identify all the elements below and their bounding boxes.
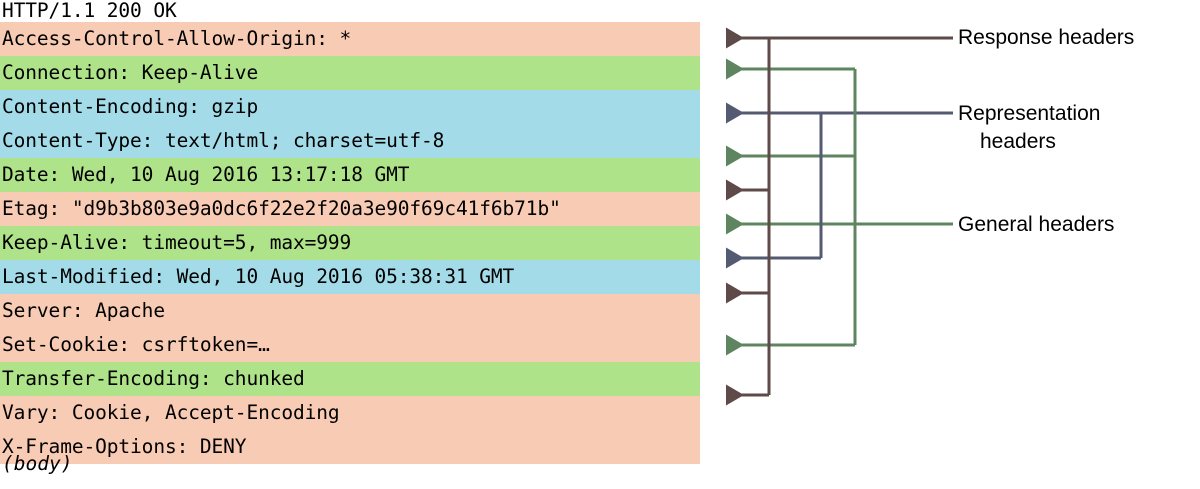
arrow-connector-layer: [726, 27, 953, 406]
http-header-row: Date: Wed, 10 Aug 2016 13:17:18 GMT: [0, 158, 700, 192]
http-header-row: X-Frame-Options: DENY: [0, 430, 700, 464]
legend-label-response-headers: Response headers: [958, 26, 1135, 49]
http-header-row: Content-Encoding: gzip: [0, 90, 700, 124]
http-header-row: Last-Modified: Wed, 10 Aug 2016 05:38:31…: [0, 260, 700, 294]
http-header-row: Connection: Keep-Alive: [0, 56, 700, 90]
http-header-row: Set-Cookie: csrftoken=…: [0, 328, 700, 362]
http-status-line: HTTP/1.1 200 OK: [0, 0, 700, 22]
http-header-row: Etag: "d9b3b803e9a0dc6f22e2f20a3e90f69c4…: [0, 192, 700, 226]
http-header-row: Keep-Alive: timeout=5, max=999: [0, 226, 700, 260]
legend-label-representation-line2: headers: [980, 130, 1056, 153]
http-response-block: HTTP/1.1 200 OK Access-Control-Allow-Ori…: [0, 0, 700, 464]
http-header-row: Server: Apache: [0, 294, 700, 328]
legend-label-representation-headers: Representation headers: [958, 100, 1100, 156]
http-header-list: Access-Control-Allow-Origin: *Connection…: [0, 22, 700, 464]
http-header-row: Transfer-Encoding: chunked: [0, 362, 700, 396]
legend-label-general-headers: General headers: [958, 213, 1115, 236]
http-header-row: Access-Control-Allow-Origin: *: [0, 22, 700, 56]
http-header-row: Vary: Cookie, Accept-Encoding: [0, 396, 700, 430]
http-body-placeholder: (body): [2, 452, 73, 475]
http-header-row: Content-Type: text/html; charset=utf-8: [0, 124, 700, 158]
legend-label-representation-line1: Representation: [958, 102, 1101, 125]
